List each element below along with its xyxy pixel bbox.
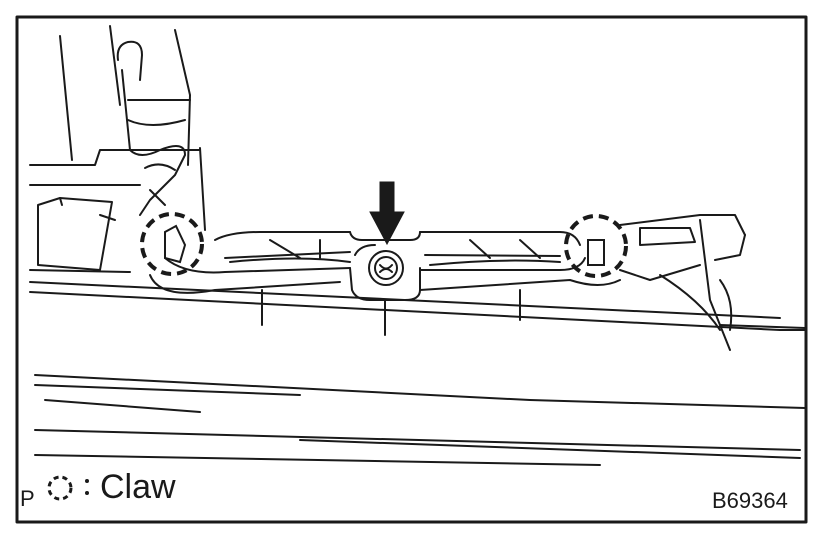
figure-code: B69364	[712, 488, 788, 513]
figure-border	[15, 15, 808, 524]
left-block	[37, 197, 116, 271]
claw-left	[164, 224, 187, 264]
claw-legend-icon	[47, 475, 73, 501]
claw-marker-icon	[564, 214, 628, 278]
screw-boss	[349, 231, 421, 301]
legend-label: Claw	[100, 468, 176, 506]
claw-right	[587, 239, 605, 266]
console-panel	[29, 25, 806, 466]
arrow-down-icon	[369, 181, 405, 246]
legend-prefix: P	[20, 486, 35, 511]
screw-icon	[368, 250, 404, 286]
hand-illustration	[116, 40, 186, 216]
claw-marker-icon	[140, 212, 204, 276]
bracket-rail	[149, 214, 746, 351]
